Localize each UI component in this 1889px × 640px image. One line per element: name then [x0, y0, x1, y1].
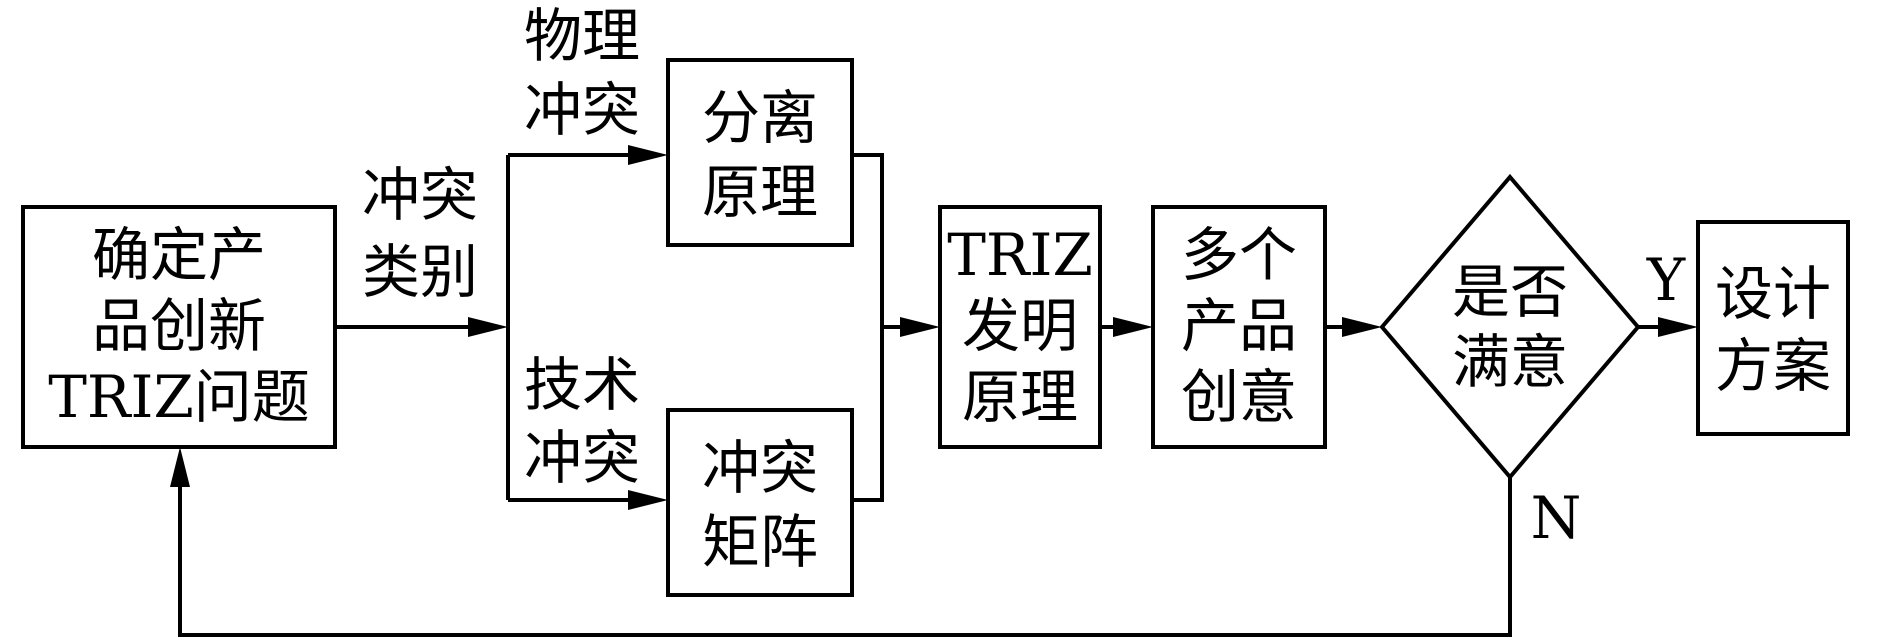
- invention-line-2: 发明: [962, 292, 1078, 360]
- define-problem-line-3: TRIZ问题: [48, 363, 310, 431]
- design-line-1: 设计: [1715, 260, 1831, 328]
- matrix-line-1: 冲突: [702, 434, 818, 502]
- design-line-2: 方案: [1715, 332, 1831, 400]
- separation-line-1: 分离: [702, 84, 818, 152]
- physical-conflict-label-line-2: 冲突: [524, 76, 640, 144]
- arrowhead: [1113, 317, 1153, 337]
- physical-conflict-label-line-1: 物理: [524, 2, 640, 70]
- decision-line-1: 是否: [1452, 258, 1568, 326]
- technical-conflict-label-line-2: 冲突: [524, 424, 640, 492]
- arrowhead: [628, 490, 668, 510]
- arrowhead: [468, 317, 508, 337]
- define-problem-line-2: 品创新: [92, 292, 266, 360]
- conflict-type-label-line-1: 冲突: [362, 161, 478, 229]
- ideas-line-3: 创意: [1181, 363, 1297, 431]
- decision-line-2: 满意: [1452, 328, 1568, 396]
- ideas-line-1: 多个: [1181, 221, 1297, 289]
- arrowhead: [1342, 317, 1382, 337]
- edge-merge: [852, 153, 884, 502]
- node-product-ideas: [1151, 205, 1327, 449]
- yes-label: Y: [1646, 246, 1686, 314]
- technical-conflict-label-line-1: 技术: [524, 351, 640, 419]
- arrowhead: [170, 447, 190, 487]
- arrowhead: [628, 145, 668, 165]
- invention-line-3: 原理: [962, 363, 1078, 431]
- arrowhead: [1658, 317, 1698, 337]
- matrix-line-2: 矩阵: [702, 508, 818, 576]
- define-problem-line-1: 确定产: [92, 221, 266, 289]
- invention-line-1: TRIZ: [947, 221, 1093, 289]
- node-define-problem: [21, 205, 337, 449]
- conflict-type-label-line-2: 类别: [362, 238, 478, 306]
- arrowhead: [900, 317, 940, 337]
- node-separation-principle: [666, 58, 854, 247]
- node-conflict-matrix: [666, 408, 854, 597]
- no-label: N: [1531, 484, 1582, 552]
- ideas-line-2: 产品: [1181, 292, 1297, 360]
- node-design-scheme: [1696, 220, 1850, 436]
- edge-no-feedback: [178, 465, 1512, 637]
- separation-line-2: 原理: [702, 158, 818, 226]
- node-satisfied-decision: [1379, 173, 1641, 481]
